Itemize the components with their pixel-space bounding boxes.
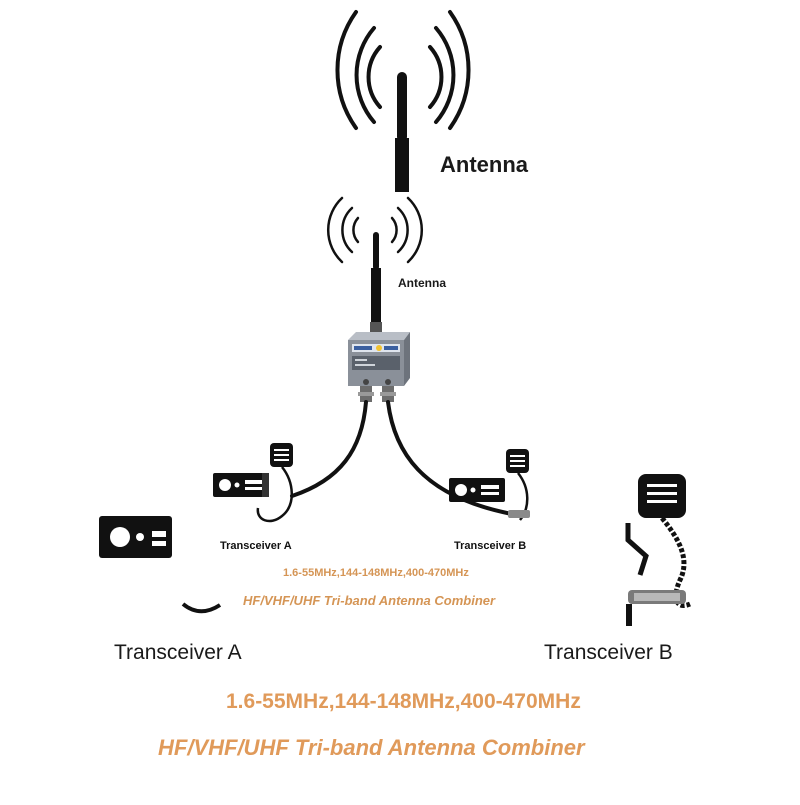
- small-transceiver-b-label: Transceiver B: [454, 540, 527, 552]
- small-transceiver-a-icon: [213, 473, 269, 497]
- small-transceiver-b-icon: [449, 478, 505, 502]
- large-antenna-icon: [395, 72, 409, 192]
- large-title-label: HF/VHF/UHF Tri-band Antenna Combiner: [158, 735, 585, 760]
- small-title-label: HF/VHF/UHF Tri-band Antenna Combiner: [243, 593, 496, 608]
- combiner-connectors-icon: [358, 386, 396, 402]
- small-transceiver-a-label: Transceiver A: [220, 540, 292, 552]
- large-transceiver-a-icon: [99, 516, 222, 614]
- small-frequency-label: 1.6-55MHz,144-148MHz,400-470MHz: [283, 567, 469, 579]
- large-antenna-label: Antenna: [440, 152, 528, 177]
- large-microphone-icon: [625, 474, 691, 626]
- small-antenna-label: Antenna: [398, 276, 446, 290]
- small-antenna-icon: [370, 232, 382, 332]
- large-transceiver-b-label: Transceiver B: [544, 641, 673, 664]
- large-radio-waves-icon: [335, 10, 471, 130]
- large-transceiver-a-label: Transceiver A: [114, 641, 242, 664]
- small-microphone-a-icon: [256, 443, 293, 523]
- combiner-device-icon: [348, 332, 410, 386]
- coax-cable-icon: [290, 400, 514, 516]
- small-radio-waves-icon: [327, 196, 423, 264]
- small-microphone-b-icon: [506, 449, 530, 521]
- large-frequency-label: 1.6-55MHz,144-148MHz,400-470MHz: [226, 690, 581, 713]
